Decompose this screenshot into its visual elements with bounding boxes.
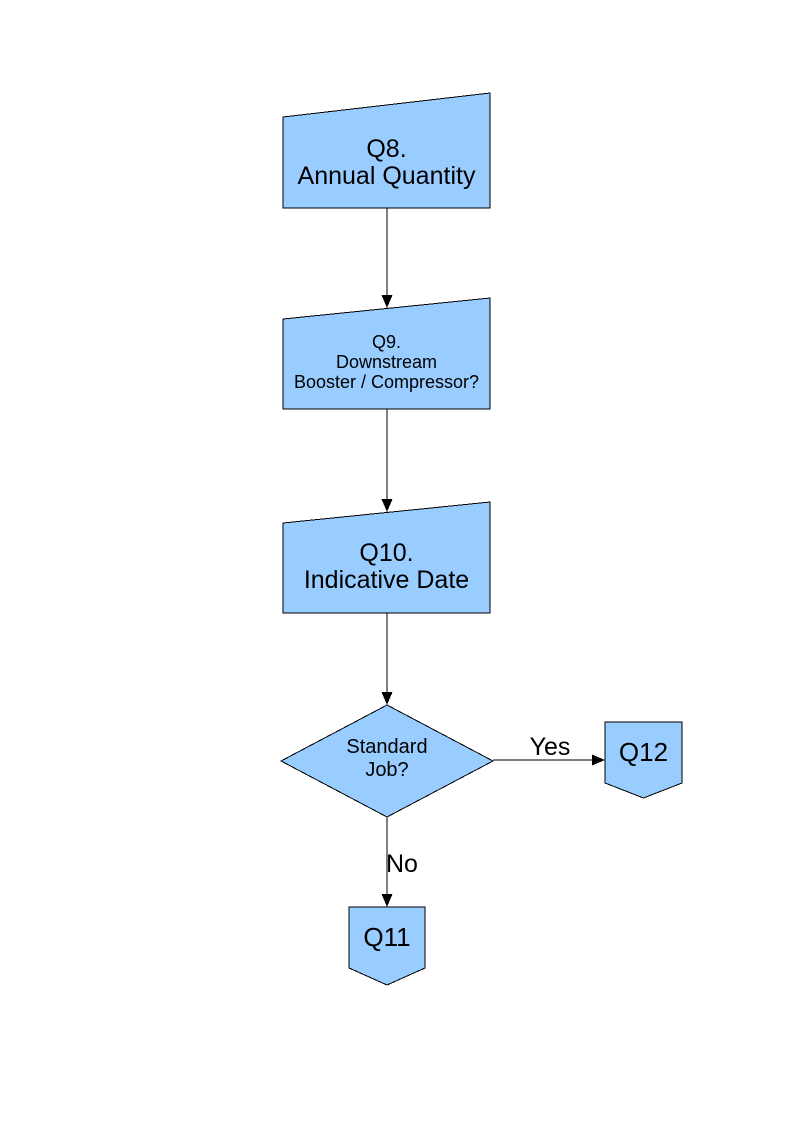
- q8-label-line2: Annual Quantity: [297, 161, 476, 190]
- q8-label: Q8. Annual Quantity: [283, 117, 490, 208]
- q10-label-line1: Q10.: [359, 538, 414, 567]
- q8-label-line1: Q8.: [366, 134, 407, 163]
- q12-connector-shape: [604, 721, 683, 799]
- q9-label-line2: Downstream: [335, 351, 438, 372]
- yes-edge-label: Yes: [529, 733, 571, 761]
- q11-label-text: Q11: [363, 922, 411, 953]
- q12-label-text: Q12: [618, 737, 669, 768]
- q9-box: [282, 297, 491, 410]
- standard-job-label-line2: Job?: [365, 758, 409, 781]
- q9-label-line3: Booster / Compressor?: [293, 371, 480, 392]
- q8-box: [282, 92, 491, 209]
- q9-label-line1: Q9.: [371, 331, 401, 352]
- q10-box: [282, 501, 491, 614]
- q9-label: Q9. Downstream Booster / Compressor?: [283, 300, 490, 409]
- q12-label: Q12: [605, 722, 682, 783]
- q11-connector-shape: [348, 906, 426, 986]
- no-edge-label: No: [386, 850, 418, 878]
- standard-job-label: Standard Job?: [287, 705, 487, 817]
- standard-job-label-line1: Standard: [346, 735, 428, 758]
- q10-label: Q10. Indicative Date: [283, 512, 490, 613]
- q11-label: Q11: [349, 907, 425, 968]
- q10-label-line2: Indicative Date: [303, 565, 470, 594]
